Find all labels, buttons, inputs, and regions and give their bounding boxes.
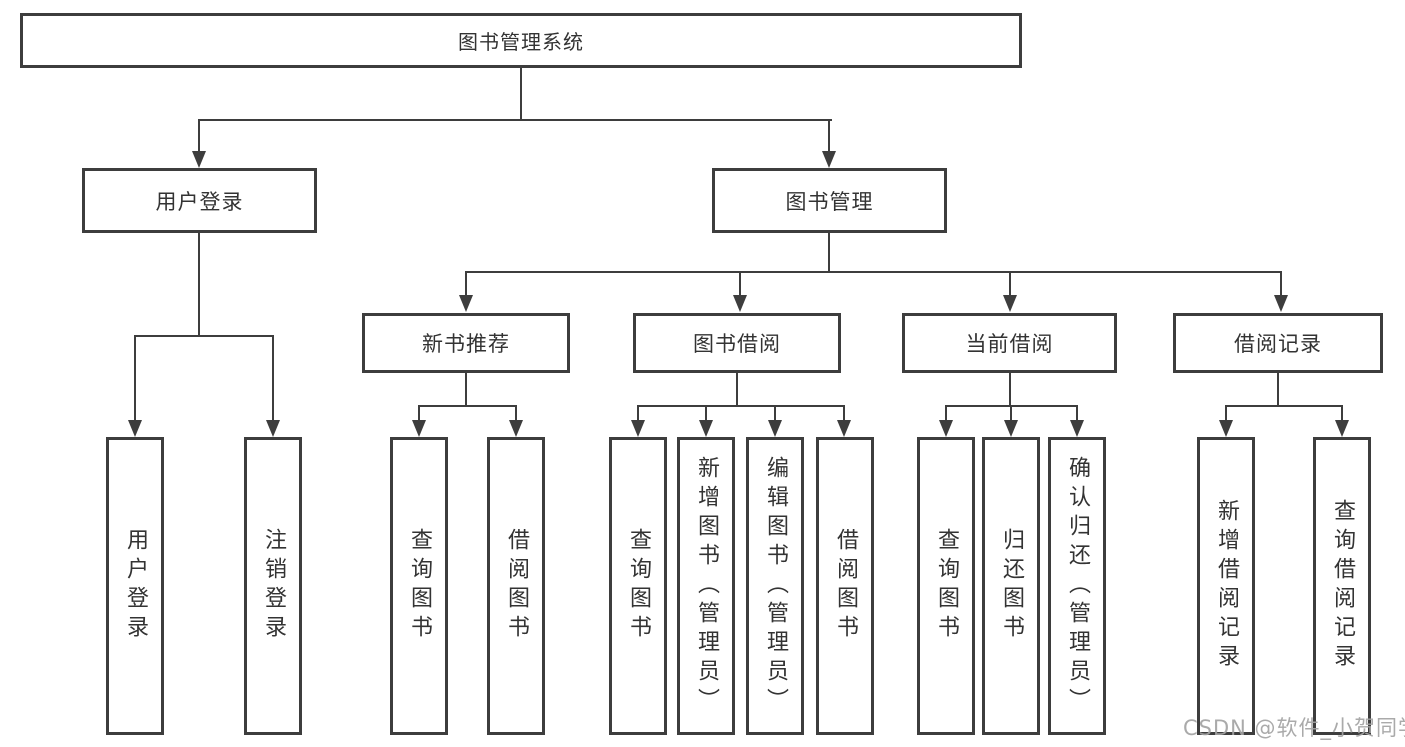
arrow-down-icon xyxy=(768,420,782,437)
node-book-borrowing: 图书借阅 xyxy=(633,313,841,373)
arrow-down-icon xyxy=(1070,420,1084,437)
connector-line xyxy=(774,405,776,421)
connector-line xyxy=(1010,405,1012,421)
leaf-edit-books-admin: 编辑图书（管理员） xyxy=(746,437,804,735)
connector-line xyxy=(465,271,467,296)
node-library-management-system: 图书管理系统 xyxy=(20,13,1022,68)
connector-line xyxy=(1341,405,1343,421)
connector-line xyxy=(1009,271,1011,296)
leaf-label: 确认归还（管理员） xyxy=(1065,455,1090,717)
leaf-return-books: 归还图书 xyxy=(982,437,1040,735)
leaf-label: 编辑图书（管理员） xyxy=(763,455,788,717)
leaf-label: 用户登录 xyxy=(123,528,148,644)
connector-line xyxy=(945,405,947,421)
arrow-down-icon xyxy=(631,420,645,437)
leaf-logout: 注销登录 xyxy=(244,437,302,735)
connector-line xyxy=(134,335,136,421)
connector-line xyxy=(198,232,200,337)
leaf-label: 新增借阅记录 xyxy=(1214,499,1239,673)
arrow-down-icon xyxy=(192,151,206,168)
connector-line xyxy=(637,405,639,421)
connector-line xyxy=(418,405,517,407)
arrow-down-icon xyxy=(733,295,747,312)
node-label: 借阅记录 xyxy=(1234,332,1322,356)
connector-line xyxy=(1280,271,1282,296)
leaf-confirm-return-admin: 确认归还（管理员） xyxy=(1048,437,1106,735)
arrow-down-icon xyxy=(837,420,851,437)
csdn-watermark: CSDN @软件_小贺同学 xyxy=(1183,716,1405,740)
node-user-login: 用户登录 xyxy=(82,168,317,233)
connector-line xyxy=(515,405,517,421)
leaf-label: 借阅图书 xyxy=(504,528,529,644)
leaf-label: 借阅图书 xyxy=(833,528,858,644)
arrow-down-icon xyxy=(1004,420,1018,437)
connector-line xyxy=(739,271,741,296)
connector-line xyxy=(843,405,845,421)
node-label: 当前借阅 xyxy=(965,332,1054,356)
leaf-label: 新增图书（管理员） xyxy=(694,455,719,717)
arrow-down-icon xyxy=(1274,295,1288,312)
arrow-down-icon xyxy=(939,420,953,437)
leaf-query-borrow-record: 查询借阅记录 xyxy=(1313,437,1371,735)
leaf-user-login: 用户登录 xyxy=(106,437,164,735)
connector-line xyxy=(1277,372,1279,407)
connector-line xyxy=(465,271,1282,273)
leaf-add-borrow-record: 新增借阅记录 xyxy=(1197,437,1255,735)
connector-line xyxy=(418,405,420,421)
connector-line xyxy=(828,119,830,153)
arrow-down-icon xyxy=(128,420,142,437)
leaf-query-books-borrowing: 查询图书 xyxy=(609,437,667,735)
node-current-borrowing: 当前借阅 xyxy=(902,313,1117,373)
leaf-label: 查询图书 xyxy=(407,528,432,644)
connector-line xyxy=(134,335,273,337)
arrow-down-icon xyxy=(1219,420,1233,437)
node-borrowing-records: 借阅记录 xyxy=(1173,313,1383,373)
connector-line xyxy=(637,405,845,407)
arrow-down-icon xyxy=(459,295,473,312)
node-label: 图书借阅 xyxy=(693,332,781,356)
connector-line xyxy=(1225,405,1343,407)
arrow-down-icon xyxy=(699,420,713,437)
arrow-down-icon xyxy=(412,420,426,437)
connector-line xyxy=(1076,405,1078,421)
connector-line xyxy=(198,119,832,121)
leaf-borrow-books-recommend: 借阅图书 xyxy=(487,437,545,735)
node-new-book-recommendation: 新书推荐 xyxy=(362,313,570,373)
connector-line xyxy=(736,372,738,407)
leaf-query-books-current: 查询图书 xyxy=(917,437,975,735)
arrow-down-icon xyxy=(1003,295,1017,312)
arrow-down-icon xyxy=(822,151,836,168)
arrow-down-icon xyxy=(266,420,280,437)
leaf-query-books-recommend: 查询图书 xyxy=(390,437,448,735)
connector-line xyxy=(828,232,830,272)
leaf-label: 查询图书 xyxy=(934,528,959,644)
node-book-management: 图书管理 xyxy=(712,168,947,233)
connector-line xyxy=(1225,405,1227,421)
leaf-label: 注销登录 xyxy=(261,528,286,644)
leaf-label: 查询借阅记录 xyxy=(1330,499,1355,673)
connector-line xyxy=(272,335,274,421)
connector-line xyxy=(520,67,522,120)
leaf-add-books-admin: 新增图书（管理员） xyxy=(677,437,735,735)
leaf-label: 归还图书 xyxy=(999,528,1024,644)
node-label: 新书推荐 xyxy=(422,332,510,356)
leaf-label: 查询图书 xyxy=(626,528,651,644)
leaf-borrow-books: 借阅图书 xyxy=(816,437,874,735)
arrow-down-icon xyxy=(1335,420,1349,437)
connector-line xyxy=(705,405,707,421)
node-label: 图书管理系统 xyxy=(458,30,584,54)
node-label: 图书管理 xyxy=(785,189,874,214)
arrow-down-icon xyxy=(509,420,523,437)
node-label: 用户登录 xyxy=(155,189,244,214)
connector-line xyxy=(1009,372,1011,407)
connector-line xyxy=(465,372,467,407)
connector-line xyxy=(198,119,200,153)
